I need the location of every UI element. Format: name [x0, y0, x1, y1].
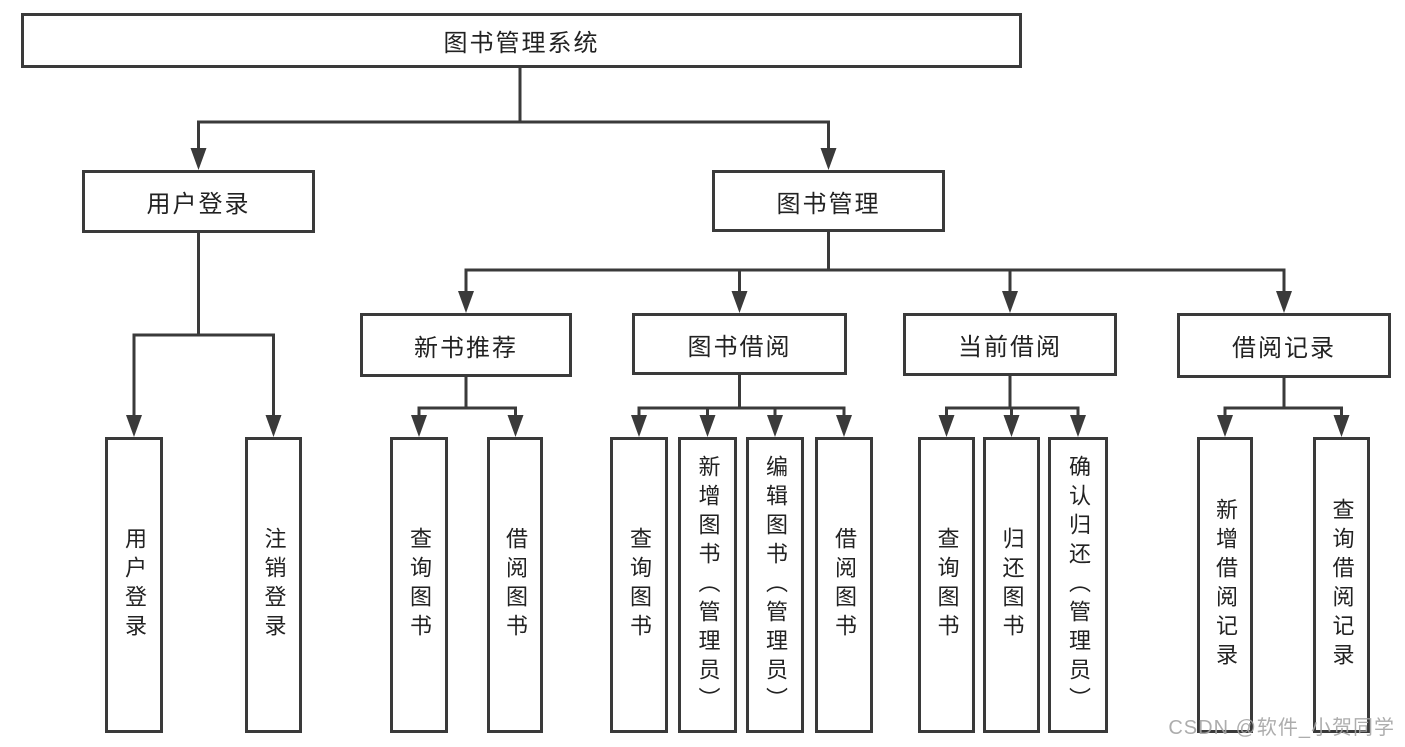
leaf-confirm-return-admin: 确认归还（管理员）	[1048, 437, 1108, 733]
leaf-add-books-admin: 新增图书（管理员）	[678, 437, 737, 733]
leaf-edit-books-admin: 编辑图书（管理员）	[746, 437, 804, 733]
leaf-return-books: 归还图书	[983, 437, 1040, 733]
node-user-login: 用户登录	[82, 170, 315, 233]
node-root-library-system: 图书管理系统	[21, 13, 1022, 68]
leaf-query-borrow-record: 查询借阅记录	[1313, 437, 1370, 733]
node-book-management: 图书管理	[712, 170, 945, 232]
node-borrowing-records: 借阅记录	[1177, 313, 1391, 378]
leaf-user-login: 用户登录	[105, 437, 163, 733]
leaf-borrow-books-recommend: 借阅图书	[487, 437, 543, 733]
csdn-watermark: CSDN @软件_小贺同学	[1168, 717, 1395, 739]
leaf-query-books-current: 查询图书	[918, 437, 975, 733]
leaf-borrow-books: 借阅图书	[815, 437, 873, 733]
leaf-logout: 注销登录	[245, 437, 302, 733]
node-book-borrowing: 图书借阅	[632, 313, 847, 375]
leaf-add-borrow-record: 新增借阅记录	[1197, 437, 1253, 733]
leaf-query-books-borrow: 查询图书	[610, 437, 668, 733]
leaf-query-books-recommend: 查询图书	[390, 437, 448, 733]
node-new-book-recommendation: 新书推荐	[360, 313, 572, 377]
node-current-borrowing: 当前借阅	[903, 313, 1117, 376]
